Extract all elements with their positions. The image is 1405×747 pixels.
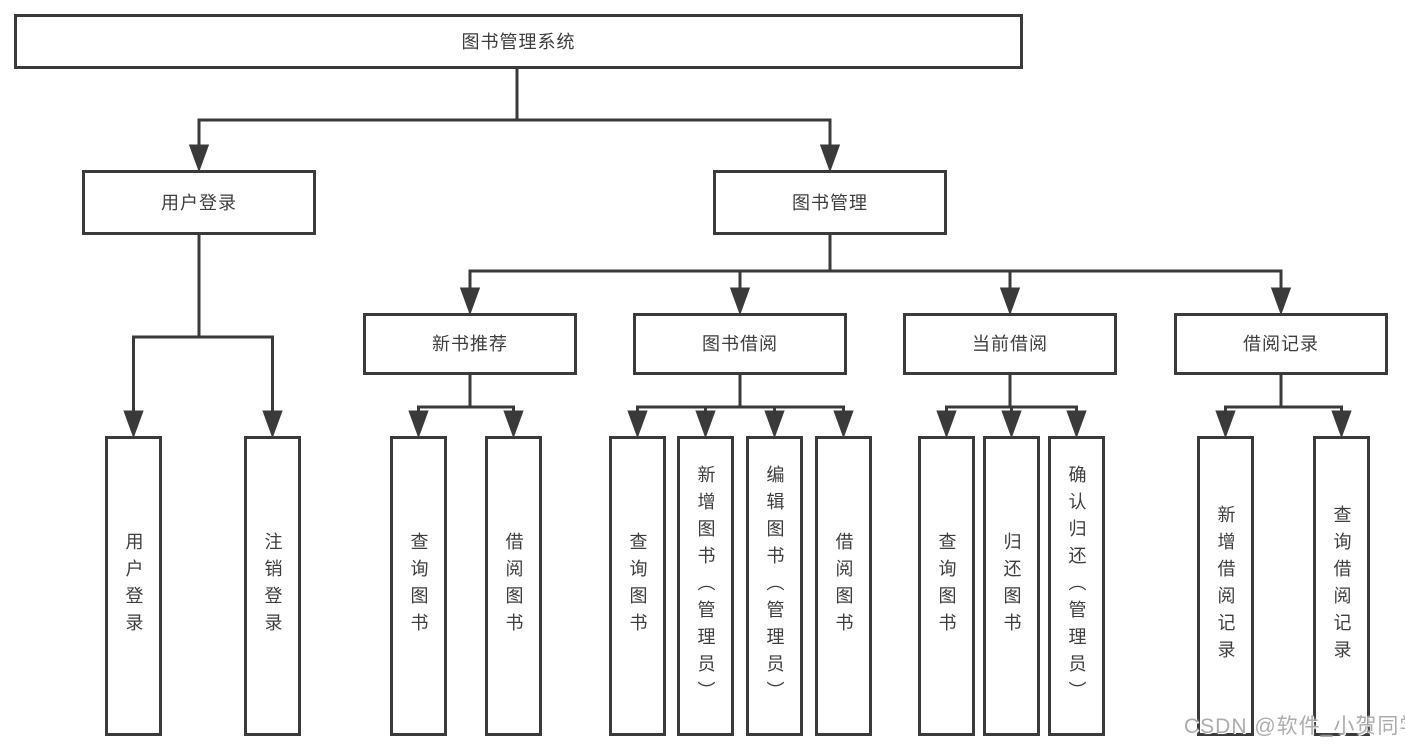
node-user-login: 用户登录 xyxy=(82,170,316,235)
leaf-query-books-recommend: 查询图书 xyxy=(390,436,447,736)
leaf-borrow-books: 借阅图书 xyxy=(815,436,872,736)
leaf-add-book-admin: 新增图书（管理员） xyxy=(677,436,734,736)
node-borrow-records: 借阅记录 xyxy=(1174,313,1388,375)
csdn-watermark: CSDN @软件_小贺同学 xyxy=(1184,715,1405,738)
leaf-borrow-books-recommend: 借阅图书 xyxy=(485,436,542,736)
node-current-borrow: 当前借阅 xyxy=(903,313,1117,375)
node-book-borrow: 图书借阅 xyxy=(633,313,847,375)
leaf-confirm-return-admin: 确认归还（管理员） xyxy=(1048,436,1105,736)
leaf-edit-book-admin: 编辑图书（管理员） xyxy=(746,436,803,736)
connector-group xyxy=(123,68,1352,439)
leaf-return-book: 归还图书 xyxy=(983,436,1040,736)
leaf-user-login: 用户登录 xyxy=(105,436,162,736)
node-root: 图书管理系统 xyxy=(14,14,1023,69)
leaf-query-books-borrow: 查询图书 xyxy=(609,436,666,736)
leaf-query-borrow-record: 查询借阅记录 xyxy=(1313,436,1370,736)
leaf-query-books-current: 查询图书 xyxy=(918,436,975,736)
node-book-management: 图书管理 xyxy=(713,170,947,235)
leaf-add-borrow-record: 新增借阅记录 xyxy=(1197,436,1254,736)
leaf-logout: 注销登录 xyxy=(244,436,301,736)
node-new-book-recommend: 新书推荐 xyxy=(363,313,577,375)
